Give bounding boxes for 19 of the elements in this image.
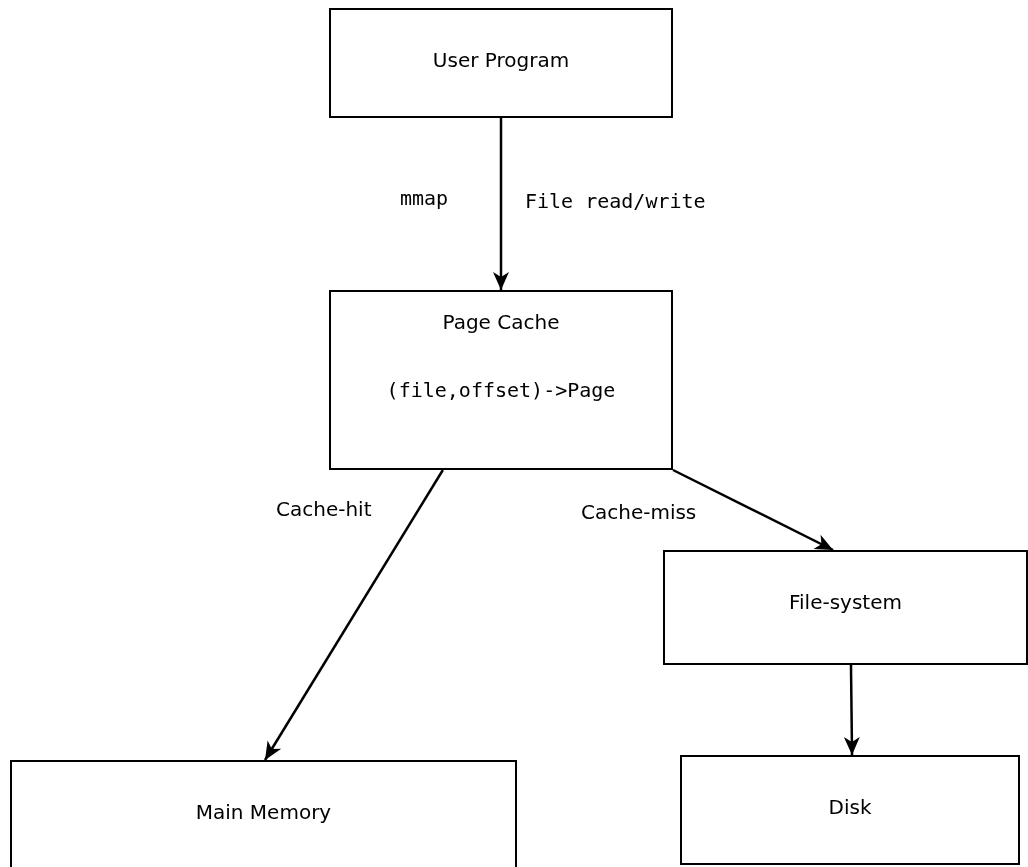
box-title: File-system (788, 590, 903, 614)
arrow (843, 665, 860, 755)
process-box (329, 8, 673, 118)
edge-label: mmap (400, 186, 449, 210)
annotation-text: File read/write (525, 189, 706, 213)
box-title: Page Cache (441, 310, 561, 334)
box-title: User Program (431, 48, 571, 72)
process-box (663, 550, 1028, 665)
box-title: Disk (827, 795, 873, 819)
process-box (680, 755, 1020, 865)
arrow (493, 118, 509, 290)
edge-label: Cache-miss (581, 500, 697, 524)
arrow (263, 469, 444, 761)
edge-label: Cache-hit (276, 497, 372, 521)
arrow (672, 468, 834, 552)
box-title: Main Memory (194, 800, 333, 824)
process-box (329, 290, 673, 470)
process-box (10, 760, 517, 867)
box-text: (file,offset)->Page (385, 378, 617, 402)
